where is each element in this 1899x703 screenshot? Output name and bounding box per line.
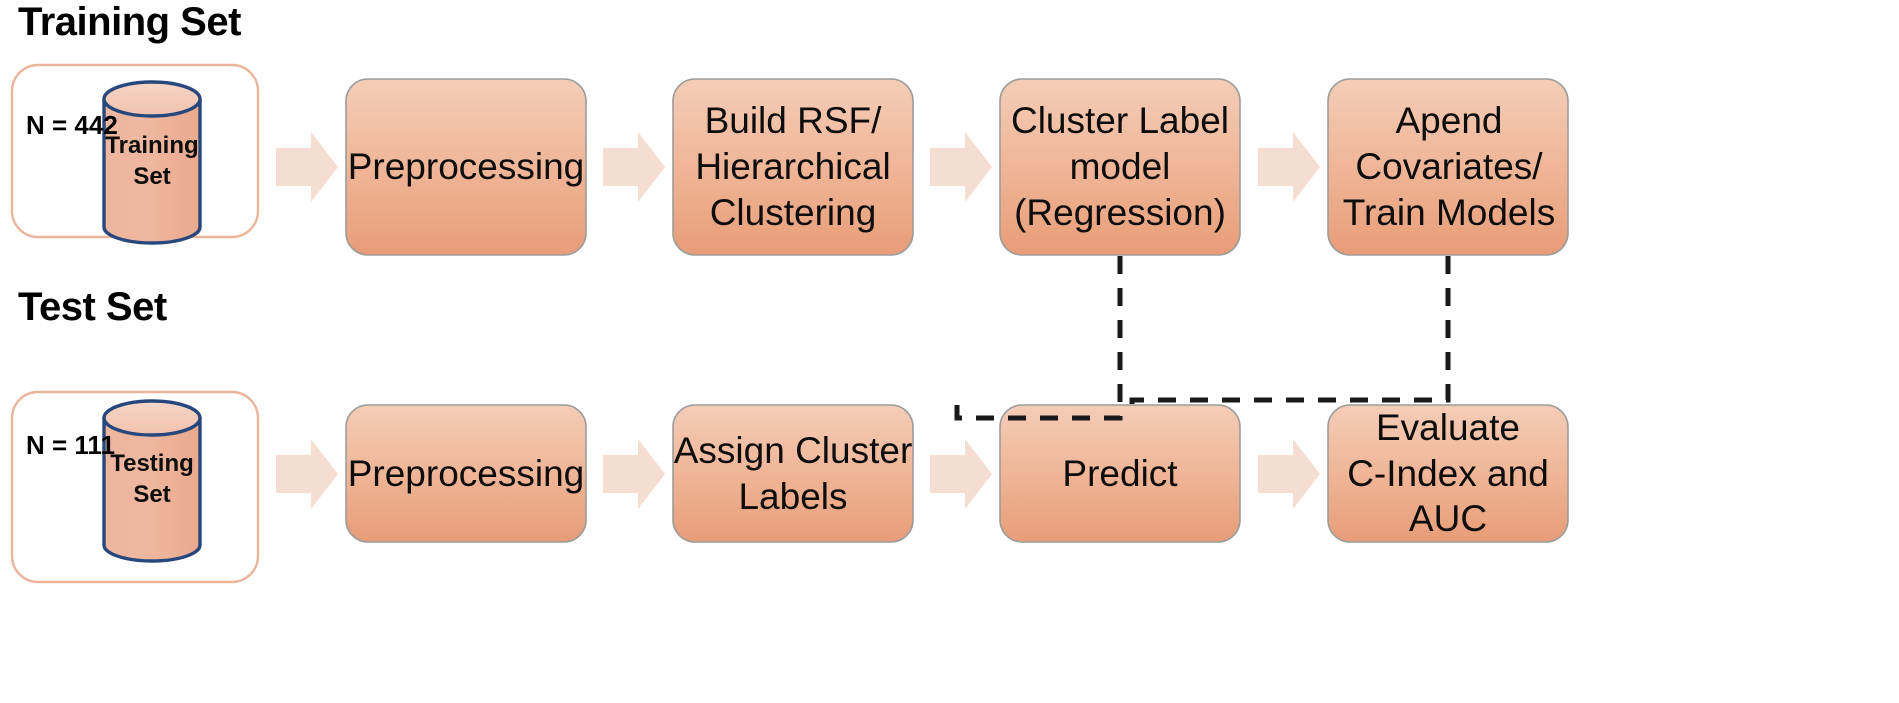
connector-cluster-model-to-assign-cluster-labels <box>954 256 1123 421</box>
testing-set-cylinder <box>102 399 202 563</box>
training-set-cylinder <box>102 80 202 245</box>
box-build-rsf-hierarchical-clustering[interactable] <box>672 78 914 256</box>
training-set-title: Training Set <box>18 0 241 44</box>
arrow-build-rsf-to-cluster-model <box>930 132 992 202</box>
arrow-predict-to-evaluate <box>1258 439 1320 509</box>
box-assign-cluster-labels[interactable] <box>672 404 914 543</box>
arrow-assign-cluster-labels-to-predict <box>930 439 992 509</box>
test-set-title: Test Set <box>18 285 167 329</box>
training-n-label: N = 442 <box>26 110 118 140</box>
box-preprocessing-bottom[interactable] <box>345 404 587 543</box>
box-cluster-label-model-regression[interactable] <box>999 78 1241 256</box>
connector-apend-train-models-to-predict <box>1129 256 1451 404</box>
box-apend-covariates-train-models[interactable] <box>1327 78 1569 256</box>
training-cylinder-label: Training Set <box>105 131 199 190</box>
testing-cylinder-label: Testing Set <box>110 449 194 508</box>
box-predict[interactable] <box>999 404 1241 543</box>
box-preprocessing-top[interactable] <box>345 78 587 256</box>
arrow-testing-to-preprocessing <box>276 439 338 509</box>
arrow-cluster-model-to-apend <box>1258 132 1320 202</box>
testing-n-label: N = 111 <box>26 430 115 460</box>
arrow-training-to-preprocessing <box>276 132 338 202</box>
arrow-preprocessing-to-assign-cluster-labels <box>603 439 665 509</box>
box-evaluate-c-index-and-auc[interactable] <box>1327 404 1569 543</box>
arrow-preprocessing-to-build-rsf <box>603 132 665 202</box>
